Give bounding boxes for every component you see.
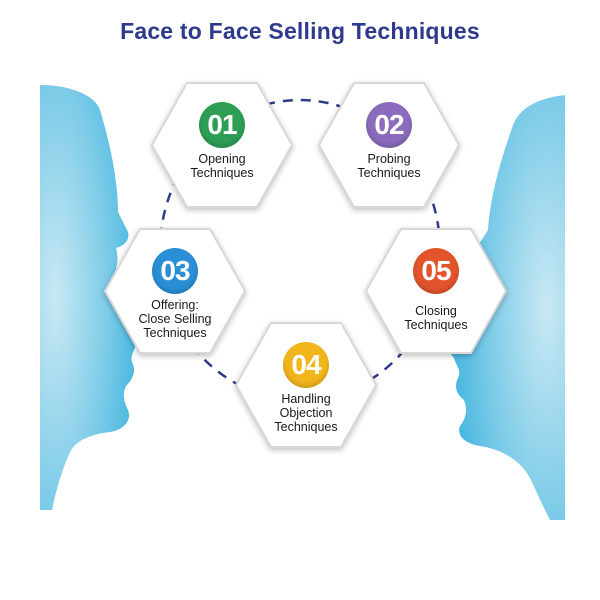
step-03-number-badge: 03: [152, 248, 198, 294]
step-03-label: Offering: Close Selling Techniques: [138, 298, 212, 340]
right-face-silhouette: [445, 95, 565, 520]
step-01-label: Opening Techniques: [190, 152, 254, 180]
step-02-number-badge: 02: [366, 102, 412, 148]
step-05-hexagon: 05 Closing Techniques: [363, 226, 509, 356]
left-face-silhouette: [40, 85, 145, 510]
step-02-label: Probing Techniques: [357, 152, 421, 180]
step-01-hexagon: 01 Opening Techniques: [149, 80, 295, 210]
diagram-title: Face to Face Selling Techniques: [120, 18, 480, 44]
step-04-number-badge: 04: [283, 342, 329, 388]
step-03-hexagon: 03 Offering: Close Selling Techniques: [102, 226, 248, 356]
step-05-label: Closing Techniques: [404, 304, 468, 332]
step-01-number-badge: 01: [199, 102, 245, 148]
step-05-number-badge: 05: [413, 248, 459, 294]
step-02-hexagon: 02 Probing Techniques: [316, 80, 462, 210]
step-04-label: Handling Objection Techniques: [274, 392, 338, 434]
step-04-hexagon: 04 Handling Objection Techniques: [233, 320, 379, 450]
